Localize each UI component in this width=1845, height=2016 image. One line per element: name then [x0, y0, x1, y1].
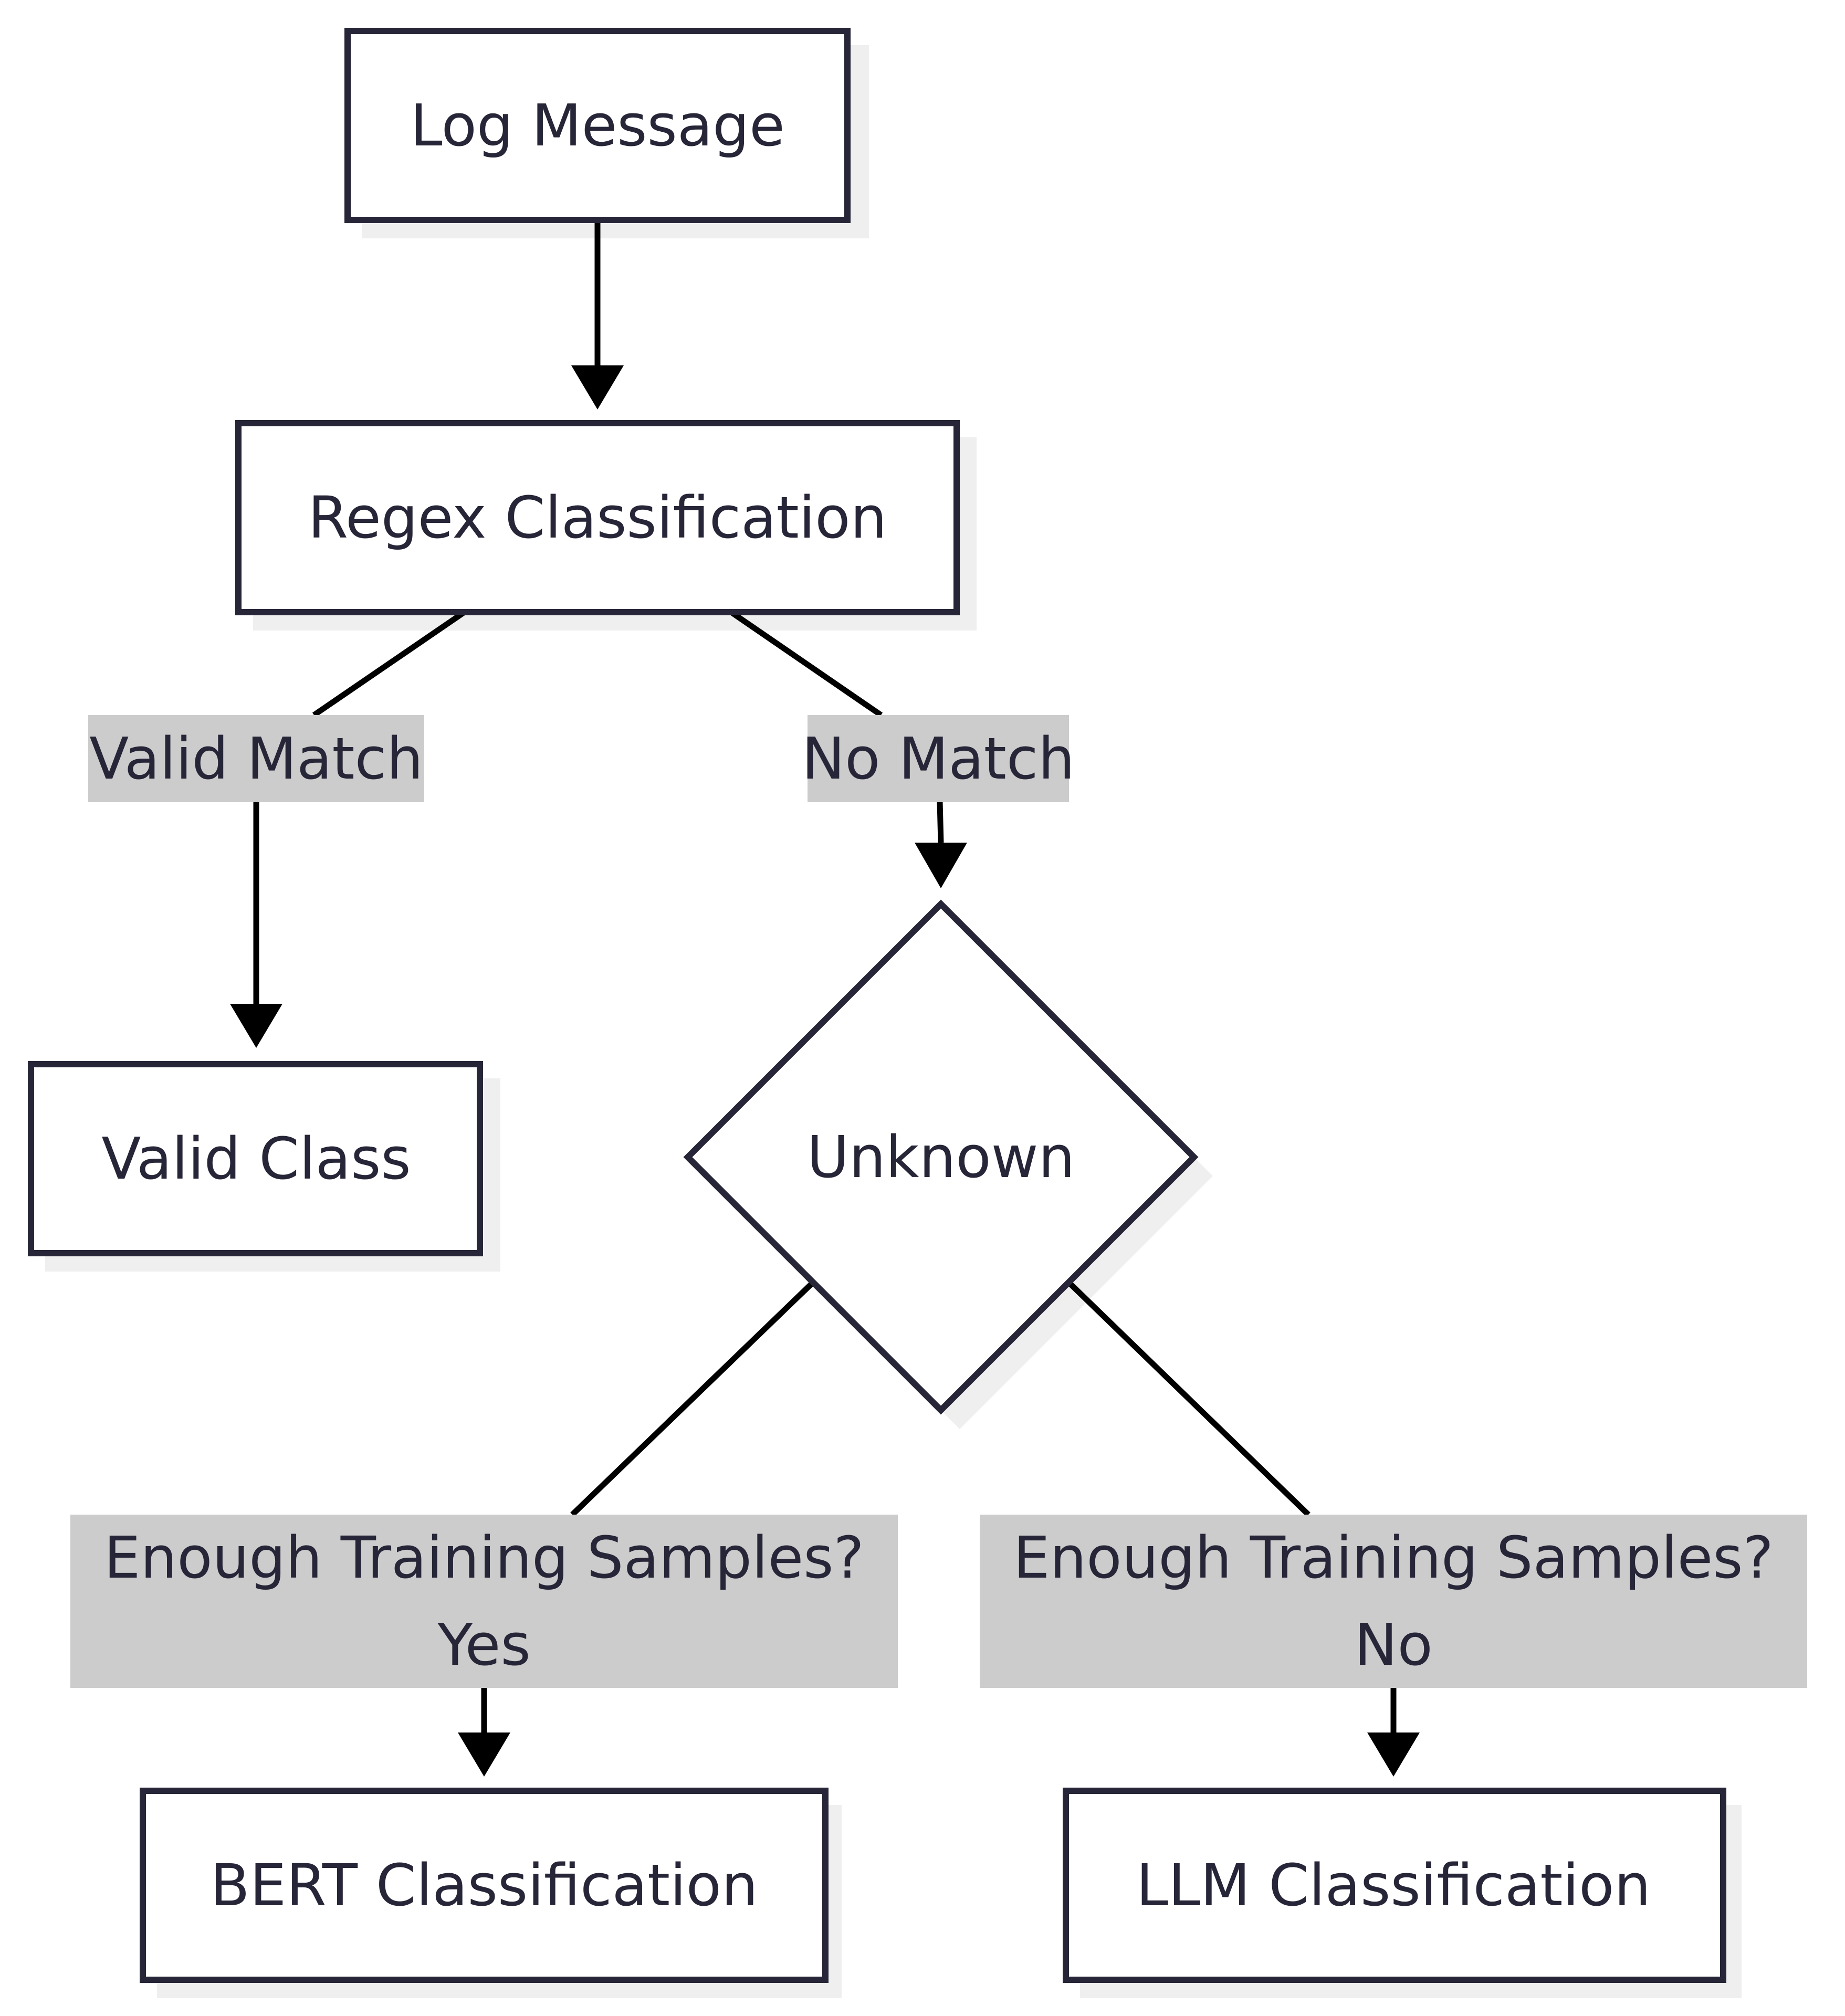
arrow-head-llm	[1367, 1732, 1420, 1777]
edge-no-match-label-to-unknown	[937, 801, 944, 843]
enough-samples-no-label-bg	[980, 1515, 1807, 1688]
llm-classification-label: LLM Classification	[1136, 1852, 1651, 1919]
log-message-label: Log Message	[410, 92, 785, 159]
log-message-node	[344, 28, 851, 223]
edge-regex-to-no-match-label	[730, 610, 883, 718]
arrow-head-bert	[458, 1732, 510, 1777]
enough-samples-yes-line2: Yes	[437, 1611, 531, 1678]
enough-samples-no-line2: No	[1354, 1611, 1433, 1678]
arrow-head-unknown	[915, 843, 967, 888]
regex-classification-label: Regex Classification	[308, 484, 887, 551]
enough-samples-no-line1: Enough Training Samples?	[1013, 1524, 1774, 1591]
enough-samples-yes-label-bg	[70, 1515, 898, 1688]
unknown-decision-node	[683, 899, 1199, 1415]
regex-classification-node	[235, 420, 960, 615]
bert-classification-label: BERT Classification	[210, 1852, 758, 1919]
edge-regex-to-valid-match-label	[312, 610, 466, 718]
unknown-label: Unknown	[807, 1124, 1075, 1191]
no-match-label-bg	[808, 715, 1069, 802]
valid-class-label: Valid Class	[101, 1125, 411, 1192]
no-match-label: No Match	[802, 725, 1075, 792]
enough-samples-yes-line1: Enough Training Samples?	[104, 1524, 864, 1591]
edge-unknown-to-yes-label	[570, 1282, 814, 1517]
bert-classification-node	[140, 1788, 829, 1983]
valid-class-node	[28, 1061, 483, 1256]
edge-unknown-to-no-label	[1068, 1282, 1311, 1517]
llm-classification-node	[1063, 1788, 1726, 1983]
valid-match-label: Valid Match	[89, 725, 423, 792]
arrow-head-valid-class	[230, 1004, 282, 1048]
arrow-head-regex	[571, 365, 624, 410]
valid-match-label-bg	[88, 715, 424, 802]
